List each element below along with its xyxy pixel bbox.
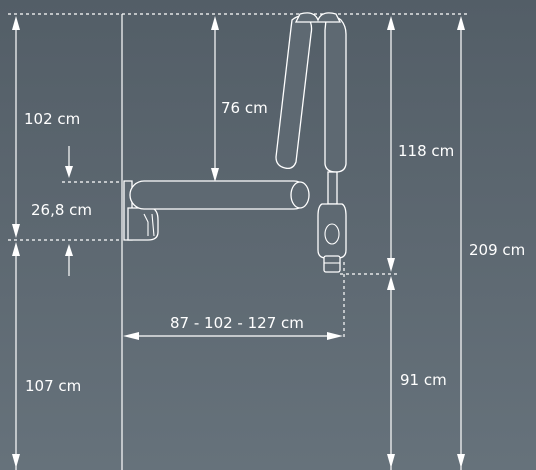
cone xyxy=(323,255,341,273)
arrow-head-icon xyxy=(65,244,73,256)
arrow-head-icon xyxy=(327,332,343,340)
arrow-head-icon xyxy=(387,454,395,468)
label-26-8cm: 26,8 cm xyxy=(31,201,92,219)
label-91cm: 91 cm xyxy=(400,371,447,389)
arrow-head-icon xyxy=(211,168,219,182)
xray-arm-device xyxy=(123,12,347,273)
arrow-head-icon xyxy=(457,454,465,468)
upper-arm-right xyxy=(324,16,347,173)
arrow-head-icon xyxy=(12,16,20,30)
horizontal-arm xyxy=(129,180,309,210)
arrow-head-icon xyxy=(211,16,219,30)
label-76cm: 76 cm xyxy=(221,99,268,117)
top-hinge xyxy=(294,12,342,23)
tube-head xyxy=(317,203,347,259)
bracket-detail xyxy=(143,213,155,237)
arrow-head-icon xyxy=(123,332,139,340)
label-102cm: 102 cm xyxy=(24,110,80,128)
arrow-head-icon xyxy=(12,454,20,468)
arrow-head-icon xyxy=(387,16,395,30)
tube-head-knob xyxy=(324,223,340,245)
arrow-head-icon xyxy=(12,242,20,256)
arrow-head-icon xyxy=(387,258,395,272)
arm-joint xyxy=(290,181,310,209)
arrow-head-icon xyxy=(457,16,465,30)
label-209cm: 209 cm xyxy=(469,241,525,259)
upper-arm-left xyxy=(275,15,313,170)
arrow-head-icon xyxy=(65,166,73,178)
arrow-head-icon xyxy=(387,276,395,290)
connecting-rod xyxy=(327,171,338,205)
label-118cm: 118 cm xyxy=(398,142,454,160)
arrow-head-icon xyxy=(12,224,20,238)
label-reach: 87 - 102 - 127 cm xyxy=(170,314,304,332)
label-107cm: 107 cm xyxy=(25,377,81,395)
